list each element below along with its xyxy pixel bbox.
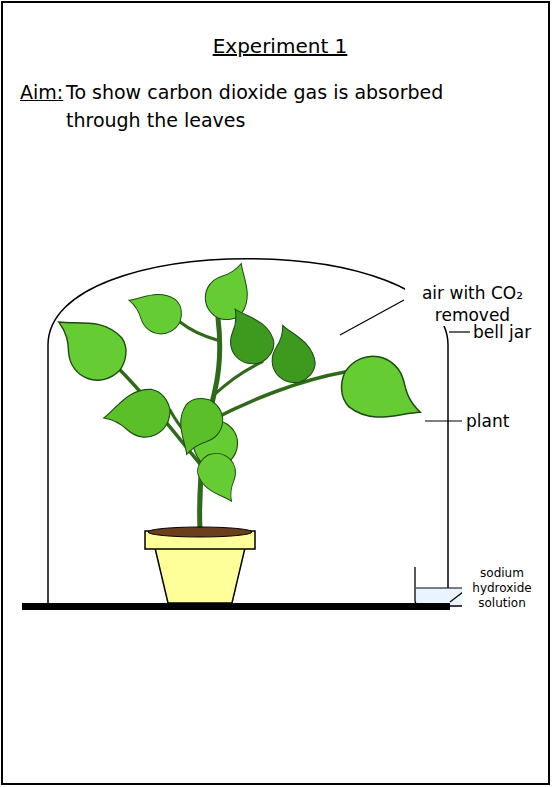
base-bench <box>22 603 450 610</box>
liquid-surface <box>416 588 466 589</box>
leaf <box>332 346 435 437</box>
leaf <box>261 319 321 389</box>
part-label: sodium hydroxide solution <box>462 566 542 611</box>
leader-line <box>340 300 404 335</box>
leaf <box>192 446 250 509</box>
leader-line <box>449 331 470 332</box>
leaf <box>215 300 281 372</box>
leaf <box>169 393 229 463</box>
sodium-hydroxide-liquid <box>416 588 466 605</box>
leaf <box>199 255 259 325</box>
soil <box>148 527 252 537</box>
leaf <box>121 284 187 340</box>
flower-pot <box>155 548 245 603</box>
side-stem <box>180 322 217 340</box>
leaf <box>41 302 136 392</box>
bell-jar <box>48 259 448 606</box>
title: Experiment 1 <box>4 34 552 58</box>
aim-heading: Aim: <box>20 78 68 106</box>
part-label: plant <box>466 410 526 432</box>
side-stem <box>214 362 262 395</box>
leader-lines <box>340 300 470 602</box>
aim-text: To show carbon dioxide gas is absorbed t… <box>66 78 516 134</box>
leaf <box>100 386 174 444</box>
plant-leaves <box>41 255 434 509</box>
part-label: air with CO₂ removed <box>405 282 540 326</box>
leader-line <box>425 420 462 421</box>
beaker <box>415 567 467 606</box>
part-label: bell jar <box>473 321 543 343</box>
